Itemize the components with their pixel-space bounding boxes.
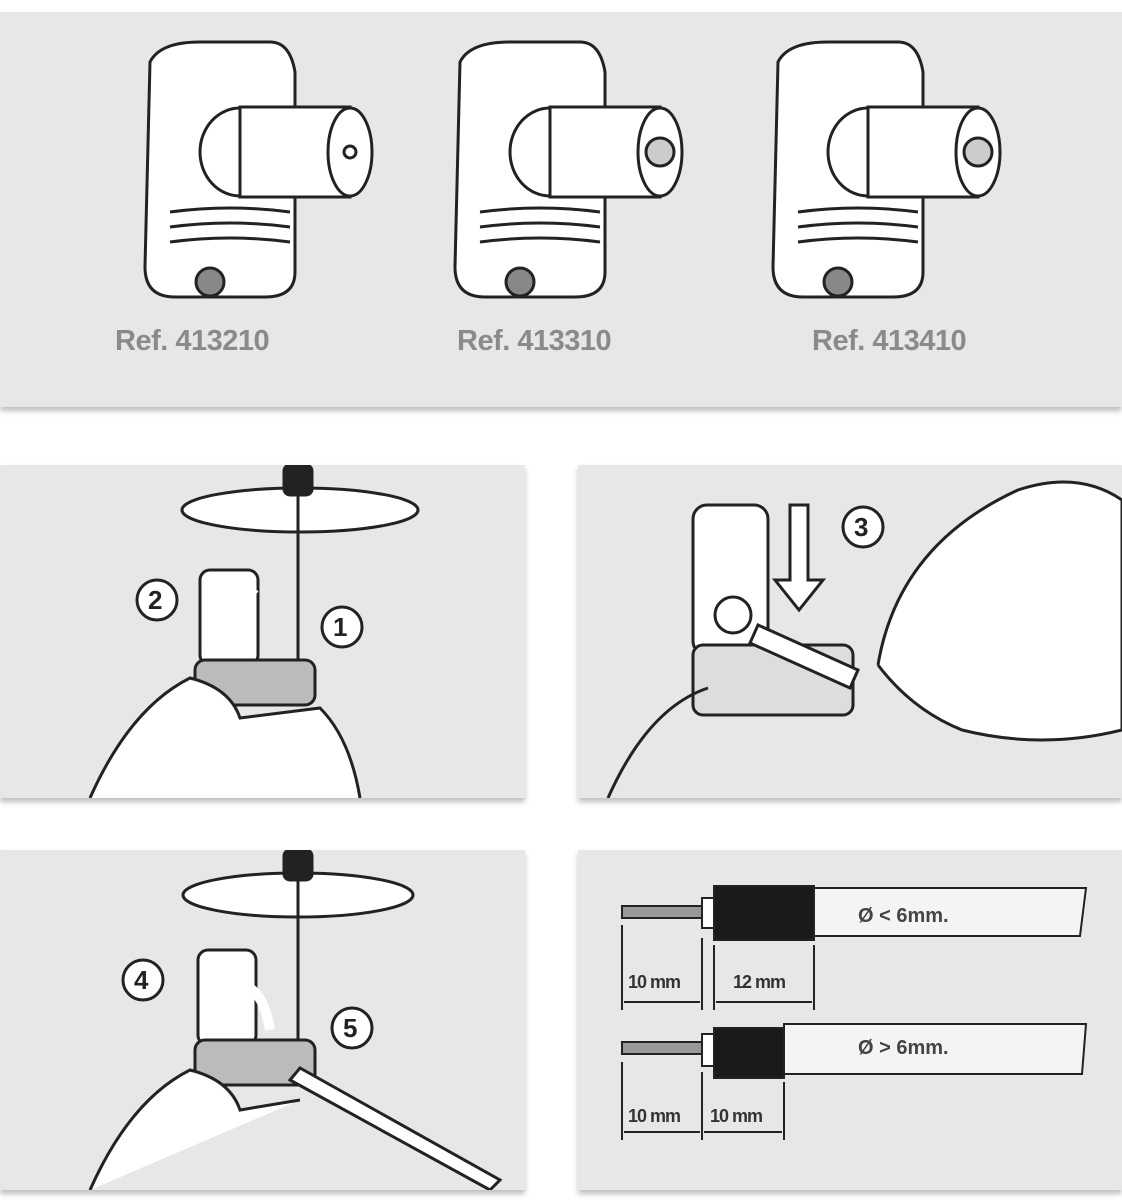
cable-large: Ø > 6mm. 10 mm 10 mm xyxy=(621,1023,1088,1140)
connector-cover xyxy=(198,568,260,667)
connector-1 xyxy=(143,40,374,299)
hand xyxy=(88,676,362,798)
step-3-panel: 3 xyxy=(578,465,1122,798)
products-panel: Ref. 413210 Ref. 413310 Ref. 413410 xyxy=(0,12,1122,407)
product-ref-1: Ref. 413210 xyxy=(115,325,270,357)
svg-text:3: 3 xyxy=(854,512,868,542)
step-4-5-panel: 4 5 xyxy=(0,850,525,1190)
svg-text:12 mm: 12 mm xyxy=(733,972,785,992)
screwdriver-icon xyxy=(282,465,314,497)
cable-strip-diagram: Ø < 6mm. 10 mm 12 mm Ø > 6mm. 10 mm 10 m… xyxy=(621,885,1088,1140)
step-1-2-panel: 2 1 xyxy=(0,465,525,798)
svg-text:10 mm: 10 mm xyxy=(710,1106,762,1126)
step-3-badge: 3 xyxy=(841,505,885,549)
hand xyxy=(876,480,1122,742)
insert-cable-illustration: 3 xyxy=(606,480,1122,798)
step-1-badge: 1 xyxy=(320,605,364,649)
open-arrow-icon xyxy=(211,588,259,629)
screwdriver-icon xyxy=(282,850,314,882)
step-5-badge: 5 xyxy=(330,1006,374,1050)
product-ref-2: Ref. 413310 xyxy=(457,325,612,357)
coax-cable xyxy=(748,623,860,690)
svg-text:Ø > 6mm.: Ø > 6mm. xyxy=(858,1037,949,1059)
step-2-badge: 2 xyxy=(135,578,179,622)
connector-3 xyxy=(771,40,1002,299)
connectors-illustration xyxy=(143,40,1002,299)
hand xyxy=(88,1068,301,1190)
close-arrow-icon xyxy=(217,980,275,1031)
open-cover-illustration: 2 1 xyxy=(88,465,420,798)
step-4-badge: 4 xyxy=(121,958,165,1002)
close-cover-illustration: 4 5 xyxy=(88,850,503,1190)
product-ref-3: Ref. 413410 xyxy=(812,325,967,357)
connector-base xyxy=(193,1038,317,1087)
svg-text:Ø < 6mm.: Ø < 6mm. xyxy=(858,905,949,927)
cable-small: Ø < 6mm. 10 mm 12 mm xyxy=(621,885,1088,1010)
svg-text:4: 4 xyxy=(134,965,149,995)
down-arrow-icon xyxy=(771,503,827,613)
connector-2 xyxy=(453,40,684,299)
svg-text:10 mm: 10 mm xyxy=(628,972,680,992)
connector-cover xyxy=(196,948,258,1047)
cable-strip-panel: Ø < 6mm. 10 mm 12 mm Ø > 6mm. 10 mm 10 m… xyxy=(578,850,1122,1190)
svg-text:10 mm: 10 mm xyxy=(628,1106,680,1126)
svg-text:5: 5 xyxy=(343,1013,357,1043)
coax-cable xyxy=(287,1066,503,1190)
svg-text:2: 2 xyxy=(148,585,162,615)
svg-text:1: 1 xyxy=(333,612,347,642)
